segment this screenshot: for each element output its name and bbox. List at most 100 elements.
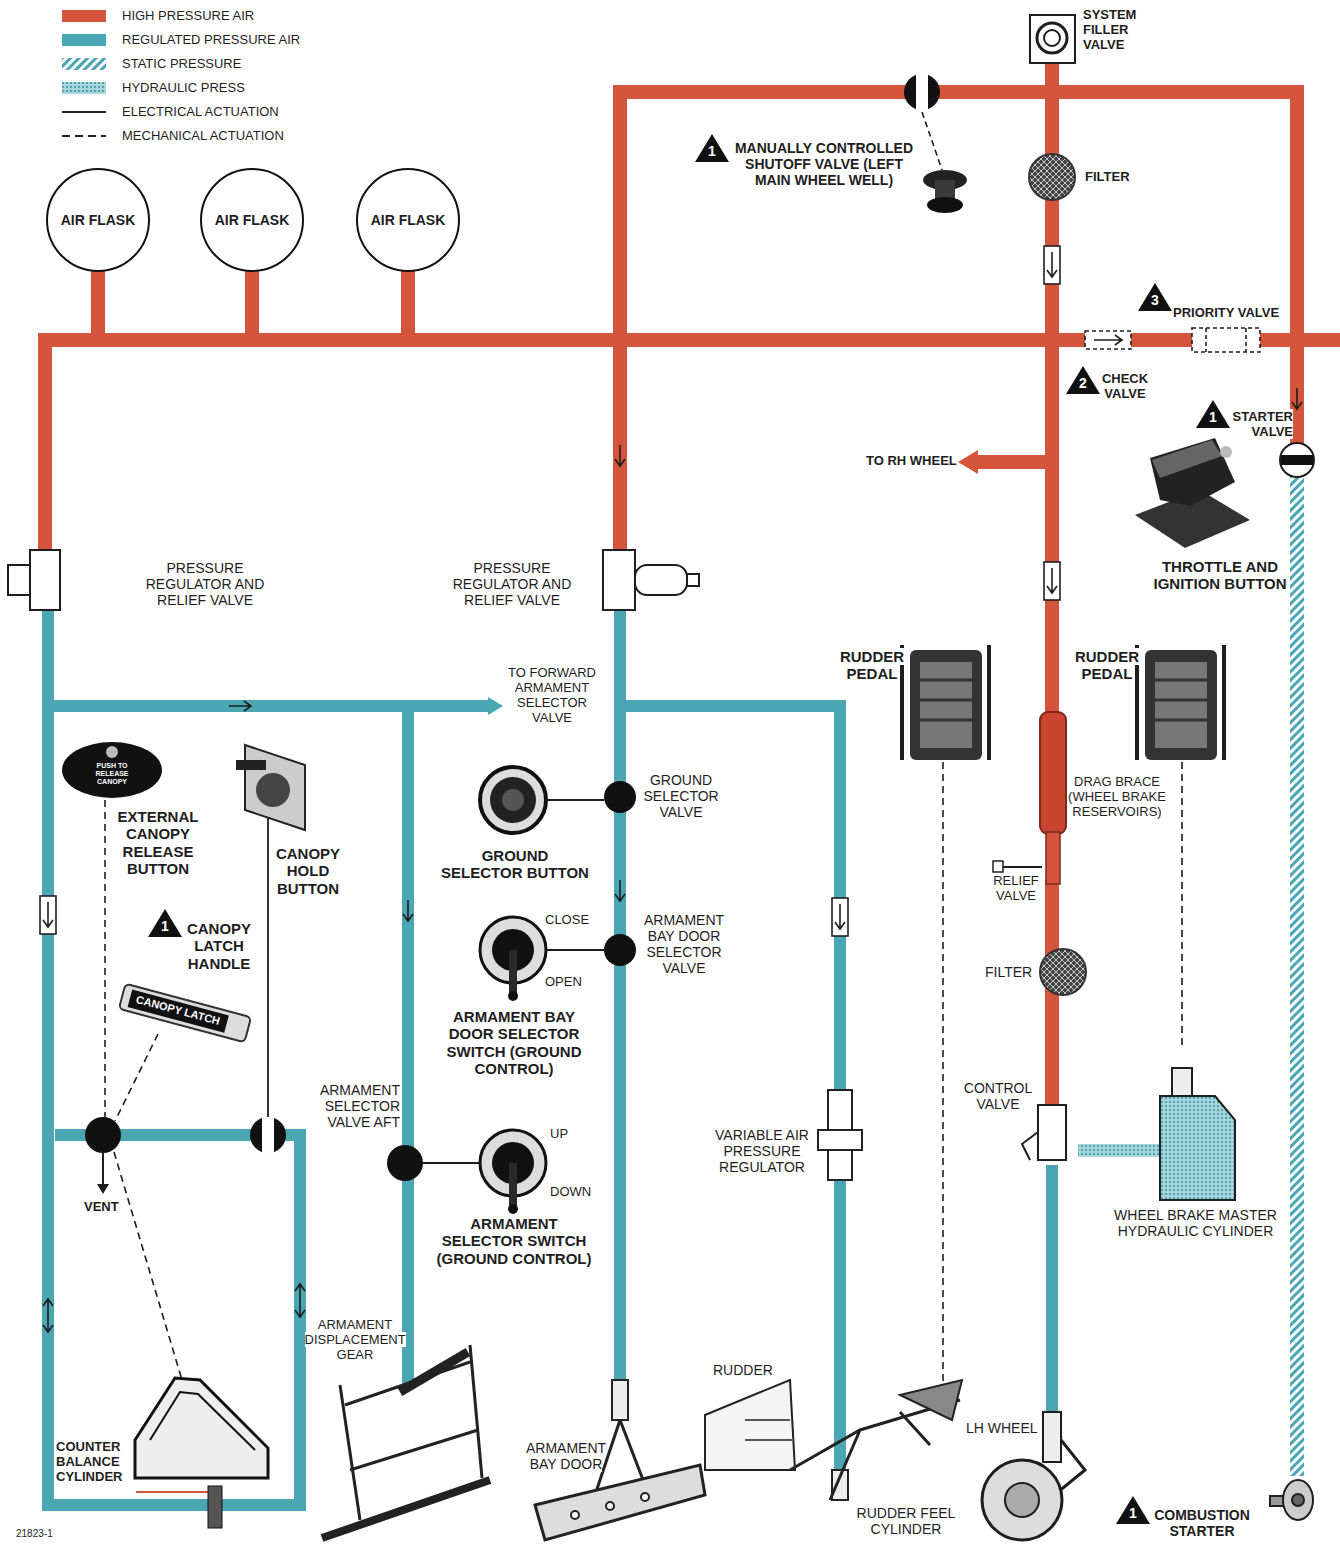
regulated-lines-part	[48, 610, 300, 1505]
flow-arrows-part	[832, 898, 848, 936]
armament-displacement-gear	[322, 1345, 490, 1538]
callout-triangles-part	[148, 909, 182, 937]
canopy-illustration-part	[150, 1392, 255, 1450]
canopy-controls	[62, 742, 305, 1042]
shutoff-valve	[904, 74, 967, 213]
component-label: PRESSURE REGULATOR AND RELIEF VALVE	[146, 560, 265, 608]
electrical-actuation	[268, 800, 604, 1163]
lh-wheel-part	[1058, 1440, 1085, 1492]
throttle-illustration-part	[1152, 440, 1222, 478]
label-box: SYSTEM FILLER VALVE	[1083, 8, 1155, 53]
label-box: 21823-1	[16, 1528, 76, 1540]
flask-label: AIR FLASK	[371, 212, 446, 228]
component-label: ARMAMENT SELECTOR SWITCH (GROUND CONTROL…	[437, 1215, 592, 1267]
component-label: VENT	[84, 1199, 119, 1214]
callout-triangles-part	[695, 134, 729, 162]
starter-valve-part	[1280, 443, 1314, 477]
flow-arrows-part	[1292, 388, 1302, 409]
selector-switches-part	[490, 777, 536, 823]
combustion-starter-part	[1283, 1480, 1313, 1520]
label-box: PRESSURE REGULATOR AND RELIEF VALVE	[125, 560, 285, 608]
callout-box: 1	[700, 143, 724, 159]
component-label: TO RH WHEEL	[866, 453, 957, 468]
armament-bay-door-part	[641, 1493, 649, 1501]
armament-bay-door-part	[606, 1502, 614, 1510]
flask-label: AIR FLASK	[61, 212, 136, 228]
canopy-controls-part	[236, 760, 266, 770]
label-box: TO RH WHEEL	[866, 454, 958, 469]
label-box: ARMAMENT SELECTOR SWITCH (GROUND CONTROL…	[430, 1215, 598, 1267]
regulated-lines-part	[620, 706, 840, 1478]
component-label: VARIABLE AIR PRESSURE REGULATOR	[715, 1127, 809, 1175]
high-pressure-lines-part	[1045, 60, 1059, 715]
electrical-actuation-part	[547, 949, 604, 951]
canopy-controls-part-part	[128, 990, 229, 1033]
pressure-regulators-part	[603, 550, 635, 610]
electrical-actuation-part	[267, 812, 269, 1117]
callout-box: 1	[153, 918, 177, 934]
label-box: RUDDER	[713, 1362, 773, 1378]
label-box: UP	[550, 1127, 590, 1142]
component-label: DRAG BRACE (WHEEL BRAKE RESERVOIRS)	[1068, 774, 1166, 819]
rudder-pedals-part	[1155, 662, 1207, 748]
selector-valves-part	[250, 1117, 286, 1153]
flow-arrows-part	[43, 1299, 53, 1332]
flow-arrows-part	[1047, 252, 1057, 277]
selector-switches-part	[480, 767, 546, 833]
button-text: PUSH TO RELEASE CANOPY	[95, 762, 128, 785]
selector-valves-part	[387, 1145, 423, 1181]
pressure-regulators-part	[687, 574, 699, 586]
rudder-pedals-part	[1145, 650, 1217, 760]
component-label: MANUALLY CONTROLLED SHUTOFF VALVE (LEFT …	[735, 140, 913, 188]
air-flask: AIR FLASK	[46, 168, 150, 272]
lh-wheel-part	[982, 1460, 1062, 1540]
armament-displacement-gear-part	[322, 1480, 490, 1538]
legend-sample-shape	[62, 58, 106, 70]
component-label: RUDDER PEDAL	[1075, 648, 1139, 682]
flow-arrows-part	[1047, 568, 1057, 593]
legend-sample	[61, 57, 107, 71]
shutoff-valve-part	[923, 170, 967, 190]
rudder-pedals-part	[920, 662, 972, 748]
check-valve	[1085, 331, 1131, 349]
manifold-pipe	[98, 271, 252, 340]
selector-switches-part	[492, 929, 534, 971]
component-label: CONTROL VALVE	[964, 1080, 1032, 1112]
label-box: ARMAMENT DISPLACEMENT GEAR	[305, 1318, 406, 1363]
callout-number: 3	[1151, 292, 1159, 308]
priority-valve	[1192, 328, 1260, 352]
label-box: THROTTLE AND IGNITION BUTTON	[1150, 558, 1290, 593]
throttle-illustration-part	[1150, 438, 1235, 506]
canopy-illustration-part	[136, 1491, 208, 1493]
label-box: RUDDER PEDAL	[1073, 648, 1141, 683]
vent-arrow-part	[97, 1184, 109, 1194]
label-box: CANOPY LATCH HANDLE	[183, 920, 255, 972]
lh-wheel	[982, 1412, 1085, 1540]
filler-valve-part	[1044, 30, 1060, 46]
component-label: ARMAMENT BAY DOOR	[526, 1440, 606, 1472]
filler-valve	[1030, 15, 1075, 63]
air-flask: AIR FLASK	[356, 168, 460, 272]
canopy-controls-part	[106, 746, 118, 758]
component-label: LH WHEEL	[966, 1420, 1038, 1436]
label-box: TO FORWARD ARMAMENT SELECTOR VALVE	[506, 666, 598, 726]
legend-swatch	[62, 34, 106, 46]
callout-box: 3	[1143, 292, 1167, 308]
air-flask: AIR FLASK	[200, 168, 304, 272]
label-box: GROUND SELECTOR BUTTON	[440, 847, 590, 882]
drag-brace	[993, 712, 1066, 884]
armament-bay-door-part	[612, 1380, 628, 1420]
armament-displacement-gear-part	[340, 1345, 482, 1520]
flow-arrows-part	[40, 896, 56, 934]
canopy-illustration	[135, 1378, 268, 1528]
shutoff-valve-part	[927, 197, 963, 213]
rudder-illustration-part	[900, 1380, 962, 1420]
selector-switches-part	[492, 1142, 534, 1184]
vent-arrow	[97, 1153, 109, 1194]
selector-switches-part	[508, 1204, 518, 1214]
lh-wheel-part	[1005, 1483, 1039, 1517]
rudder-pedals-part	[910, 650, 982, 760]
callout-triangles-part	[1116, 1496, 1150, 1524]
